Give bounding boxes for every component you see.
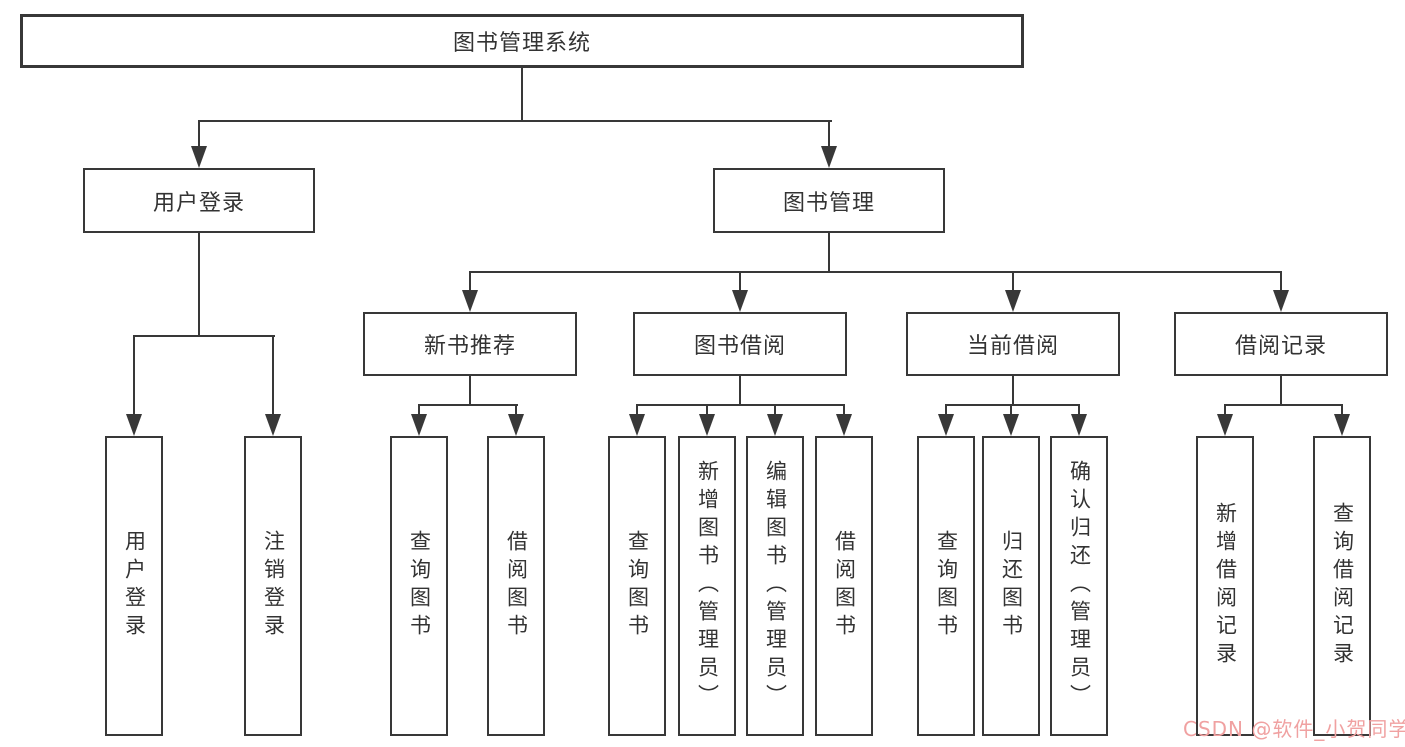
node-leaf-query-books-recommend: 查询图书	[390, 436, 448, 736]
node-library-management-system: 图书管理系统	[20, 14, 1024, 68]
connector-line	[418, 404, 518, 406]
connector-arrowhead	[1273, 290, 1289, 312]
connector-line	[1010, 404, 1012, 416]
node-label: 图书借阅	[693, 334, 786, 359]
connector-line	[1012, 376, 1014, 405]
connector-line	[1224, 404, 1342, 406]
csdn-watermark: CSDN @软件_小贺同学	[1183, 717, 1405, 741]
connector-line	[469, 376, 471, 405]
node-label: 用户登录	[122, 530, 147, 642]
node-book-borrowing: 图书借阅	[633, 312, 847, 376]
node-leaf-add-books-admin: 新增图书（管理员）	[678, 436, 736, 736]
node-leaf-add-borrow-record: 新增借阅记录	[1196, 436, 1254, 736]
node-leaf-return-books: 归还图书	[982, 436, 1040, 736]
node-new-book-recommend: 新书推荐	[363, 312, 577, 376]
node-borrowing-records: 借阅记录	[1174, 312, 1388, 376]
node-label: 图书管理	[782, 190, 875, 216]
connector-arrowhead	[1217, 414, 1233, 436]
connector-arrowhead	[1334, 414, 1350, 436]
connector-line	[1078, 404, 1080, 416]
connector-line	[469, 271, 471, 291]
connector-line	[1341, 404, 1343, 416]
node-label: 编辑图书（管理员）	[763, 460, 788, 712]
node-label: 当前借阅	[966, 334, 1059, 359]
connector-arrowhead	[126, 414, 142, 436]
node-leaf-logout: 注销登录	[244, 436, 302, 736]
connector-line	[636, 404, 638, 416]
node-leaf-query-books-borrowing: 查询图书	[608, 436, 666, 736]
node-label: 确认归还（管理员）	[1067, 460, 1092, 712]
node-label: 注销登录	[261, 530, 286, 642]
connector-line	[1012, 271, 1014, 291]
node-leaf-edit-books-admin: 编辑图书（管理员）	[746, 436, 804, 736]
connector-line	[1280, 271, 1282, 291]
connector-line	[739, 271, 741, 291]
connector-line	[470, 271, 1282, 273]
node-current-borrowing: 当前借阅	[906, 312, 1120, 376]
connector-arrowhead	[411, 414, 427, 436]
node-leaf-borrow-books-recommend: 借阅图书	[487, 436, 545, 736]
connector-line	[198, 120, 832, 122]
node-book-management: 图书管理	[713, 168, 945, 233]
node-label: 新书推荐	[423, 334, 516, 359]
node-label: 查询图书	[934, 530, 959, 642]
connector-line	[945, 404, 947, 416]
connector-line	[515, 404, 517, 416]
connector-line	[418, 404, 420, 416]
connector-line	[706, 404, 708, 416]
node-label: 借阅图书	[504, 530, 529, 642]
node-leaf-confirm-return-admin: 确认归还（管理员）	[1050, 436, 1108, 736]
connector-arrowhead	[629, 414, 645, 436]
connector-line	[739, 376, 741, 405]
node-leaf-query-borrow-record: 查询借阅记录	[1313, 436, 1371, 736]
connector-line	[272, 335, 274, 414]
connector-arrowhead	[821, 146, 837, 168]
connector-line	[828, 120, 830, 148]
connector-arrowhead	[191, 146, 207, 168]
connector-line	[198, 120, 200, 148]
connector-arrowhead	[1071, 414, 1087, 436]
connector-line	[1224, 404, 1226, 416]
node-label: 借阅记录	[1234, 334, 1327, 359]
connector-line	[843, 404, 845, 416]
connector-arrowhead	[265, 414, 281, 436]
node-leaf-query-books-current: 查询图书	[917, 436, 975, 736]
connector-line	[133, 335, 135, 414]
connector-arrowhead	[462, 290, 478, 312]
node-label: 用户登录	[152, 190, 245, 216]
connector-arrowhead	[836, 414, 852, 436]
connector-line	[774, 404, 776, 416]
connector-line	[636, 404, 845, 406]
connector-line	[828, 233, 830, 272]
connector-line	[945, 404, 1080, 406]
node-leaf-borrow-books: 借阅图书	[815, 436, 873, 736]
connector-arrowhead	[1005, 290, 1021, 312]
node-label: 查询图书	[625, 530, 650, 642]
connector-arrowhead	[1003, 414, 1019, 436]
connector-line	[198, 233, 200, 336]
connector-arrowhead	[767, 414, 783, 436]
connector-arrowhead	[938, 414, 954, 436]
node-label: 查询图书	[407, 530, 432, 642]
connector-line	[1280, 376, 1282, 405]
node-user-login: 用户登录	[83, 168, 315, 233]
connector-arrowhead	[699, 414, 715, 436]
node-label: 新增借阅记录	[1213, 502, 1238, 670]
node-label: 查询借阅记录	[1330, 502, 1355, 670]
connector-arrowhead	[732, 290, 748, 312]
node-label: 图书管理系统	[452, 31, 591, 56]
connector-arrowhead	[508, 414, 524, 436]
node-label: 借阅图书	[832, 530, 857, 642]
node-label: 归还图书	[999, 530, 1024, 642]
node-leaf-user-login: 用户登录	[105, 436, 163, 736]
connector-line	[133, 335, 275, 337]
connector-line	[521, 68, 523, 122]
node-label: 新增图书（管理员）	[695, 460, 720, 712]
